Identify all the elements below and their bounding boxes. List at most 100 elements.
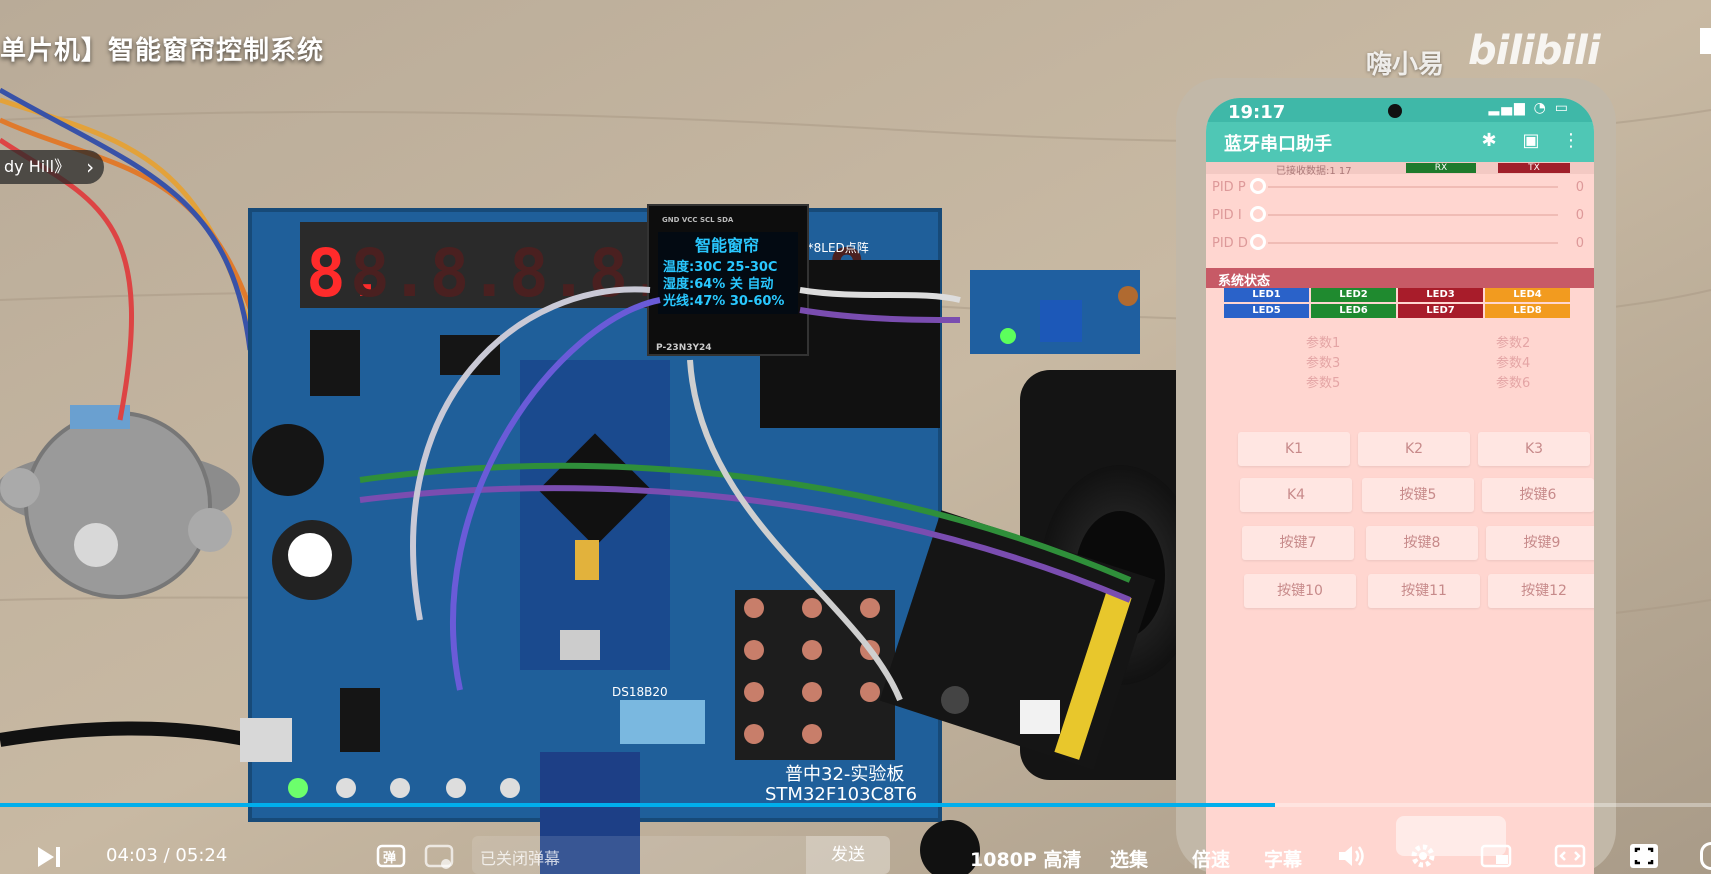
pid-value: 0 [1575,180,1584,195]
led-indicator: LED3 [1398,288,1483,302]
slider-track[interactable] [1268,242,1558,244]
app-bar: 蓝牙串口助手 ✱ ▣ ⋮ [1206,122,1594,162]
param-label: 参数6 [1496,376,1531,391]
key-button-6[interactable]: 按键6 [1482,478,1594,512]
key-button-8[interactable]: 按键8 [1366,526,1478,560]
pid-label: PID P [1212,180,1246,195]
key-button-10[interactable]: 按键10 [1244,574,1356,608]
pid-slider-i[interactable]: PID I 0 [1206,204,1594,226]
danmaku-settings-icon[interactable] [424,842,454,870]
danmaku-toggle-icon[interactable]: 弹 [376,842,406,870]
send-button[interactable]: 发送 [806,836,890,874]
layout-icon[interactable]: ▣ [1522,130,1540,151]
system-status-header: 系统状态 [1206,268,1594,289]
video-title: 单片机】智能窗帘控制系统 [0,36,325,66]
board-chip-label: STM32F103C8T6 [765,784,917,805]
pid-value: 0 [1575,236,1584,251]
total-time: 05:24 [175,845,228,866]
partial-edge-icon[interactable] [1700,842,1711,870]
volume-icon[interactable] [1336,842,1366,870]
led-indicator: LED6 [1311,304,1396,318]
led-indicator: LED8 [1485,304,1570,318]
subtitle-button[interactable]: 字幕 [1264,849,1303,871]
gear-icon[interactable] [1408,842,1438,870]
key-button-5[interactable]: 按键5 [1362,478,1474,512]
episodes-button[interactable]: 选集 [1110,849,1149,871]
danmaku-placeholder: 已关闭弹幕 [480,849,561,868]
slider-knob[interactable] [1250,206,1266,222]
fullscreen-icon[interactable] [1628,842,1660,870]
key-button-12[interactable]: 按键12 [1488,574,1594,608]
more-icon[interactable]: ⋮ [1562,130,1580,151]
bluetooth-icon[interactable]: ✱ [1481,130,1497,151]
led-indicator: LED2 [1311,288,1396,302]
key-button-7[interactable]: 按键7 [1242,526,1354,560]
param-label: 参数3 [1306,356,1341,371]
receive-counter: 已接收数据:1 17 [1276,166,1352,177]
related-chip-label: dy Hill》 [4,157,71,176]
time-separator: / [163,845,170,866]
speed-button[interactable]: 倍速 [1192,849,1231,871]
rx-indicator: RX [1406,163,1476,173]
key-button-2[interactable]: K2 [1358,432,1470,466]
toast [1396,816,1506,856]
key-button-3[interactable]: K3 [1478,432,1590,466]
led-indicator: LED7 [1398,304,1483,318]
param-label: 参数1 [1306,336,1341,351]
uploader-watermark: 嗨小易 [1366,50,1445,80]
pid-slider-d[interactable]: PID D 0 [1206,232,1594,254]
slider-track[interactable] [1268,214,1558,216]
widescreen-icon[interactable] [1554,842,1586,870]
time-display: 04:03 / 05:24 [106,845,227,866]
progress-bar[interactable] [0,803,1711,807]
phone-screen: 19:17 ▂▄▆ ◔ ▭ 蓝牙串口助手 ✱ ▣ ⋮ 已接收数据:1 17 RX… [1206,98,1594,874]
bilibili-logo: bilibili [1468,28,1601,74]
sensor-label: DS18B20 [612,685,668,699]
pid-slider-p[interactable]: PID P 0 [1206,176,1594,198]
quality-button[interactable]: 1080P 高清 [970,849,1082,871]
slider-knob[interactable] [1250,234,1266,250]
chevron-right-icon: › [86,155,95,179]
pip-icon[interactable] [1480,842,1512,870]
led-grid: LED1 LED2 LED3 LED4 LED5 LED6 LED7 LED8 [1224,288,1570,318]
danmaku-input[interactable]: 已关闭弹幕 [472,836,890,874]
key-button-11[interactable]: 按键11 [1368,574,1480,608]
system-status-label: 系统状态 [1218,274,1271,289]
signal-wifi-battery-icon: ▂▄▆ ◔ ▭ [1488,100,1570,116]
rx-tx-bar: 已接收数据:1 17 RX TX [1206,162,1594,177]
key-button-4[interactable]: K4 [1240,478,1352,512]
slider-track[interactable] [1268,186,1558,188]
pid-label: PID I [1212,208,1242,223]
oled-pin-label: GND VCC SCL SDA [662,216,734,224]
seven-seg-digit: 8. [306,235,385,312]
key-button-9[interactable]: 按键9 [1486,526,1594,560]
pid-label: PID D [1212,236,1248,251]
oled-line-4: 光线:47% 30-60% [662,293,784,309]
slider-knob[interactable] [1250,178,1266,194]
current-time: 04:03 [106,845,158,866]
app-title: 蓝牙串口助手 [1224,134,1332,155]
progress-fill[interactable] [0,803,1275,807]
related-chip[interactable]: dy Hill》 › [0,150,105,184]
led-indicator: LED4 [1485,288,1570,302]
tx-indicator: TX [1498,163,1570,173]
param-label: 参数5 [1306,376,1341,391]
board-name-label: 普中32-实验板 [785,764,904,785]
stepper-motor [0,405,240,599]
led-indicator: LED1 [1224,288,1309,302]
oled-line-1: 智能窗帘 [695,236,759,255]
svg-text:弹: 弹 [383,850,396,866]
play-icon[interactable] [36,845,62,869]
front-camera [1388,104,1402,118]
oled-model-label: P-23N3Y24 [656,343,712,353]
param-label: 参数4 [1496,356,1531,371]
bookmark-icon[interactable] [1700,28,1711,54]
oled-line-2: 温度:30C 25-30C [663,259,777,275]
param-label: 参数2 [1496,336,1531,351]
key-button-1[interactable]: K1 [1238,432,1350,466]
led-indicator: LED5 [1224,304,1309,318]
phone-clock: 19:17 [1228,102,1286,123]
led-matrix-label: 8*8LED点阵 [800,241,869,255]
pid-value: 0 [1575,208,1584,223]
